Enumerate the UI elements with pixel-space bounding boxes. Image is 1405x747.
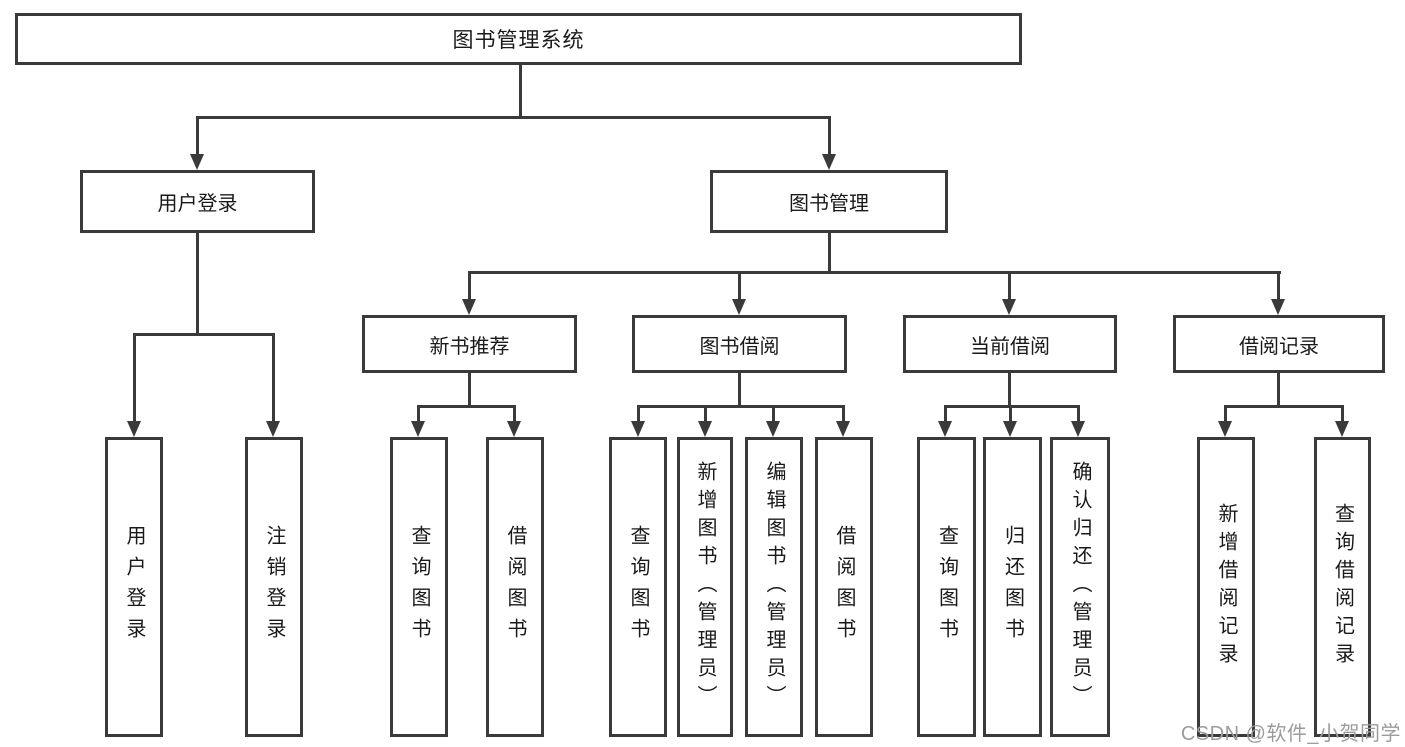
connector-line <box>468 373 471 408</box>
leaf-label: 编辑图书（管理员） <box>763 461 785 713</box>
leaf-label: 借阅图书 <box>833 525 855 649</box>
connector-arrowhead <box>938 421 952 437</box>
leaf-borrow-books-recommend: 借阅图书 <box>486 437 544 737</box>
node-book-management: 图书管理 <box>710 170 948 233</box>
connector-line <box>704 405 707 423</box>
connector-line <box>1077 405 1080 423</box>
connector-line <box>1277 373 1280 408</box>
connector-arrowhead <box>1071 421 1085 437</box>
leaf-add-borrow-record: 新增借阅记录 <box>1197 437 1255 737</box>
node-book-borrow: 图书借阅 <box>632 315 847 373</box>
connector-arrowhead <box>266 421 280 437</box>
leaf-label: 查询图书 <box>627 525 649 649</box>
connector-line <box>738 373 741 408</box>
connector-arrowhead <box>822 154 836 170</box>
connector-line <box>637 405 845 408</box>
connector-line <box>417 405 516 408</box>
connector-line <box>133 333 136 422</box>
leaf-label: 确认归还（管理员） <box>1069 461 1091 713</box>
connector-line <box>1341 405 1344 423</box>
connector-line <box>772 405 775 423</box>
leaf-add-books-admin: 新增图书（管理员） <box>677 437 733 737</box>
leaf-label: 查询图书 <box>408 525 430 649</box>
leaf-query-borrow-record: 查询借阅记录 <box>1314 437 1371 737</box>
connector-line <box>417 405 420 423</box>
node-label: 用户登录 <box>157 193 238 215</box>
watermark: CSDN @软件_小贺同学 <box>1180 723 1401 745</box>
node-user-login: 用户登录 <box>80 170 315 233</box>
connector-line <box>1009 405 1012 423</box>
connector-line <box>738 271 741 301</box>
connector-arrowhead <box>411 421 425 437</box>
connector-line <box>1008 271 1011 301</box>
leaf-edit-books-admin: 编辑图书（管理员） <box>745 437 803 737</box>
connector-line <box>828 232 831 274</box>
leaf-label: 查询借阅记录 <box>1331 503 1354 671</box>
connector-arrowhead <box>836 421 850 437</box>
node-new-book-recommend: 新书推荐 <box>362 315 577 373</box>
connector-arrowhead <box>631 421 645 437</box>
leaf-user-login: 用户登录 <box>105 437 163 737</box>
leaf-label: 借阅图书 <box>504 525 526 649</box>
node-library-system: 图书管理系统 <box>15 13 1022 65</box>
connector-arrowhead <box>462 299 476 315</box>
node-label: 图书管理系统 <box>452 29 585 52</box>
connector-arrowhead <box>1003 421 1017 437</box>
connector-line <box>1224 405 1344 408</box>
leaf-label: 归还图书 <box>1001 525 1024 649</box>
connector-arrowhead <box>732 299 746 315</box>
leaf-label: 用户登录 <box>123 525 145 649</box>
connector-line <box>1224 405 1227 423</box>
node-current-borrow: 当前借阅 <box>903 315 1117 373</box>
connector-line <box>196 116 831 119</box>
node-label: 图书借阅 <box>699 335 780 358</box>
leaf-return-books: 归还图书 <box>983 437 1042 737</box>
leaf-borrow-books: 借阅图书 <box>815 437 873 737</box>
leaf-label: 新增图书（管理员） <box>694 461 716 713</box>
node-label: 新书推荐 <box>429 335 510 358</box>
connector-line <box>519 64 522 119</box>
leaf-confirm-return-admin: 确认归还（管理员） <box>1050 437 1110 737</box>
connector-arrowhead <box>507 421 521 437</box>
connector-line <box>944 405 947 423</box>
connector-line <box>842 405 845 423</box>
node-label: 当前借阅 <box>970 335 1050 358</box>
leaf-label: 注销登录 <box>263 525 285 649</box>
connector-arrowhead <box>1218 421 1232 437</box>
connector-line <box>468 271 1281 274</box>
connector-line <box>828 116 831 156</box>
connector-arrowhead <box>698 421 712 437</box>
connector-arrowhead <box>190 154 204 170</box>
leaf-label: 查询图书 <box>935 525 958 649</box>
leaf-query-books-recommend: 查询图书 <box>390 437 448 737</box>
leaf-label: 新增借阅记录 <box>1215 503 1237 671</box>
connector-arrowhead <box>127 421 141 437</box>
connector-arrowhead <box>766 421 780 437</box>
leaf-query-books-current: 查询图书 <box>917 437 976 737</box>
connector-arrowhead <box>1002 299 1016 315</box>
connector-line <box>196 116 199 156</box>
connector-line <box>944 405 1080 408</box>
leaf-query-books-borrow: 查询图书 <box>609 437 667 737</box>
connector-arrowhead <box>1271 299 1285 315</box>
node-label: 借阅记录 <box>1239 335 1319 358</box>
connector-line <box>637 405 640 423</box>
node-label: 图书管理 <box>789 193 869 215</box>
leaf-logout: 注销登录 <box>245 437 303 737</box>
connector-line <box>1008 373 1011 408</box>
connector-line <box>513 405 516 423</box>
connector-line <box>133 333 275 336</box>
node-borrow-records: 借阅记录 <box>1173 315 1385 373</box>
connector-line <box>196 232 199 336</box>
connector-arrowhead <box>1335 421 1349 437</box>
connector-line <box>272 333 275 422</box>
connector-line <box>468 271 471 301</box>
connector-line <box>1277 271 1280 301</box>
